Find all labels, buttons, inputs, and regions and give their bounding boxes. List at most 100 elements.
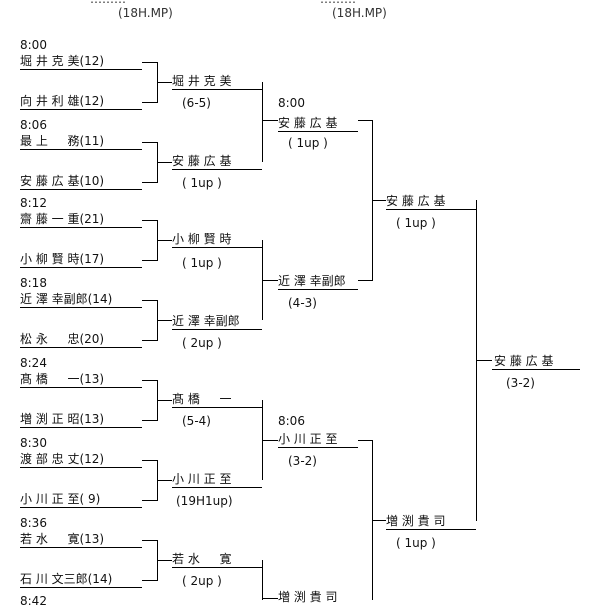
bracket-line xyxy=(262,280,278,281)
bracket-line xyxy=(20,467,142,468)
player-name: 若 水 寛(13) xyxy=(20,532,105,546)
winner-name: 増 渕 貴 司 xyxy=(386,514,446,528)
match-score: ( 1up ) xyxy=(396,216,436,230)
match-score: ( 2up ) xyxy=(182,574,222,588)
match-score: (4-3) xyxy=(288,296,317,310)
match-score: (5-4) xyxy=(182,414,211,428)
match-score: ( 1up ) xyxy=(182,256,222,270)
final-score: (3-2) xyxy=(506,376,535,390)
bracket-line xyxy=(142,540,157,541)
bracket-line xyxy=(172,567,262,568)
bracket-line xyxy=(262,120,278,121)
winner-name: 若 水 寛 xyxy=(172,552,232,566)
match-time: 8:06 xyxy=(20,118,47,132)
bracket-line xyxy=(157,320,172,321)
bracket-line xyxy=(157,240,172,241)
bracket-line xyxy=(476,360,492,361)
winner-name: 安 藤 広 基 xyxy=(172,154,232,168)
bracket-line xyxy=(20,307,142,308)
winner-name: 小 川 正 至 xyxy=(172,472,232,486)
bracket-line xyxy=(262,440,278,441)
bracket-line xyxy=(358,280,372,281)
player-name: 堀 井 克 美(12) xyxy=(20,54,105,68)
bracket-line xyxy=(358,440,372,441)
match-time: 8:00 xyxy=(278,96,305,110)
match-time: 8:06 xyxy=(278,414,305,428)
match-score: ( 1up ) xyxy=(288,136,328,150)
bracket-line xyxy=(20,587,142,588)
bracket-line xyxy=(20,387,142,388)
bracket-line xyxy=(172,169,262,170)
bracket-line xyxy=(157,162,172,163)
winner-name: 近 澤 幸副郎 xyxy=(172,314,240,328)
bracket-line xyxy=(20,267,142,268)
bracket-line xyxy=(142,420,157,421)
winner-name: 近 澤 幸副郎 xyxy=(278,274,346,288)
match-score: ( 1up ) xyxy=(396,536,436,550)
bracket-line xyxy=(142,380,157,381)
bracket-line xyxy=(278,289,358,290)
player-name: 小 川 正 至( 9) xyxy=(20,492,101,506)
bracket-line xyxy=(20,507,142,508)
player-name: 渡 部 忠 丈(12) xyxy=(20,452,105,466)
bracket-line xyxy=(20,69,142,70)
match-time: 8:24 xyxy=(20,356,47,370)
player-name: 最 上 務(11) xyxy=(20,134,105,148)
bracket-line xyxy=(142,500,157,501)
bracket-line xyxy=(142,300,157,301)
bracket-line xyxy=(172,487,262,488)
bracket-line xyxy=(142,62,157,63)
bracket-line xyxy=(278,131,358,132)
bracket-line xyxy=(142,220,157,221)
bracket-line xyxy=(20,347,142,348)
bracket-line xyxy=(358,120,372,121)
bracket-line xyxy=(157,480,172,481)
player-name: 小 柳 賢 時(17) xyxy=(20,252,105,266)
bracket-line xyxy=(157,400,172,401)
match-time: 8:12 xyxy=(20,196,47,210)
player-name: 松 永 忠(20) xyxy=(20,332,105,346)
round2-date: ……… xyxy=(320,0,356,6)
bracket-line xyxy=(386,209,476,210)
bracket-line xyxy=(142,460,157,461)
bracket-line xyxy=(262,598,278,599)
bracket-line xyxy=(20,109,142,110)
match-score: (6-5) xyxy=(182,96,211,110)
match-time: 8:18 xyxy=(20,276,47,290)
match-time: 8:00 xyxy=(20,38,47,52)
winner-name: 安 藤 広 基 xyxy=(278,116,338,130)
bracket-line xyxy=(262,82,263,162)
winner-name: 増 渕 貴 司 xyxy=(278,590,338,604)
bracket-line xyxy=(172,89,262,90)
bracket-line xyxy=(372,520,386,521)
match-score: ( 2up ) xyxy=(182,336,222,350)
bracket-line xyxy=(172,329,262,330)
player-name: 齋 藤 一 重(21) xyxy=(20,212,105,226)
match-time: 8:30 xyxy=(20,436,47,450)
match-score: (19H1up) xyxy=(176,494,233,508)
champion-name: 安 藤 広 基 xyxy=(494,354,554,368)
bracket-line xyxy=(142,102,157,103)
winner-name: 小 柳 賢 時 xyxy=(172,232,232,246)
bracket-line xyxy=(157,82,172,83)
bracket-line xyxy=(172,247,262,248)
bracket-line xyxy=(142,340,157,341)
bracket-line xyxy=(20,149,142,150)
bracket-line xyxy=(172,407,262,408)
player-name: 増 渕 正 昭(13) xyxy=(20,412,105,426)
bracket-line xyxy=(20,227,142,228)
player-name: 髙 橋 一(13) xyxy=(20,372,105,386)
round1-date: ……… xyxy=(90,0,126,6)
bracket-line xyxy=(262,560,263,600)
bracket-line xyxy=(20,547,142,548)
player-name: 近 澤 幸副郎(14) xyxy=(20,292,113,306)
bracket-line xyxy=(142,260,157,261)
winner-name: 堀 井 克 美 xyxy=(172,74,232,88)
bracket-line xyxy=(372,200,386,201)
winner-name: 髙 橋 一 xyxy=(172,392,232,406)
bracket-line xyxy=(20,427,142,428)
bracket-line xyxy=(20,189,142,190)
bracket-line xyxy=(142,182,157,183)
bracket-line xyxy=(142,142,157,143)
